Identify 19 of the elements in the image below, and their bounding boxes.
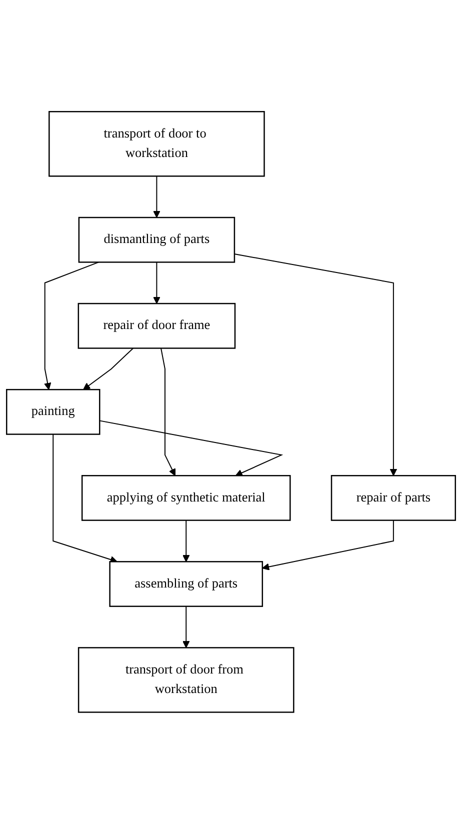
node-box: transport of door to workstation bbox=[48, 110, 265, 176]
arrow bbox=[44, 261, 100, 390]
arrow bbox=[52, 433, 118, 563]
arrow bbox=[182, 605, 190, 648]
arrow bbox=[182, 519, 190, 562]
arrow bbox=[99, 420, 284, 476]
arrow bbox=[234, 253, 398, 476]
node-box: repair of door frame bbox=[78, 302, 236, 348]
node-box: applying of synthetic material bbox=[81, 474, 291, 520]
arrow bbox=[153, 261, 160, 304]
node-box: assembling of parts bbox=[109, 560, 264, 607]
node-box: repair of parts bbox=[330, 474, 456, 520]
arrow bbox=[262, 519, 394, 570]
node-box: transport of door from workstation bbox=[78, 646, 294, 712]
arrow bbox=[83, 347, 134, 390]
arrow bbox=[160, 347, 176, 476]
node-box: painting bbox=[6, 388, 100, 434]
node-box: dismantling of parts bbox=[78, 216, 236, 262]
arrow bbox=[153, 175, 160, 218]
